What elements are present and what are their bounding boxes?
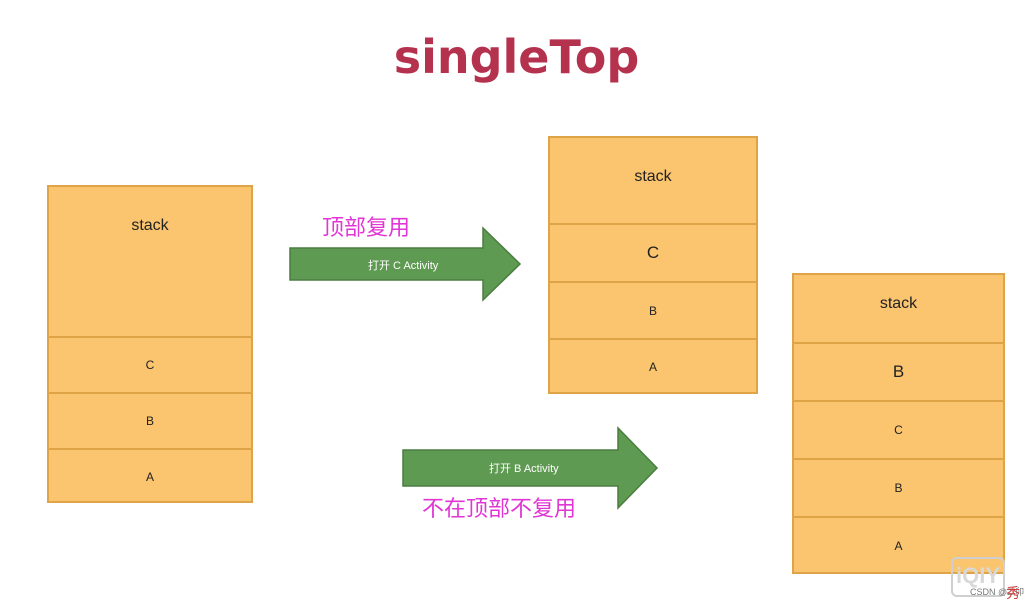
stack-cell-a: A xyxy=(794,516,1003,574)
stack-cell-a: A xyxy=(550,338,756,394)
stack-cell-c: C xyxy=(794,400,1003,458)
stack-after-open-b: stack B C B A xyxy=(792,273,1005,574)
diagram-title: singleTop xyxy=(393,30,640,84)
arrow-open-c xyxy=(289,226,522,302)
stack-cell-b-top: B xyxy=(794,342,1003,400)
arrow-label-open-c: 打开 C Activity xyxy=(368,260,439,272)
stack-cell-a: A xyxy=(49,448,251,503)
corner-watermark: 秀 xyxy=(1006,585,1020,601)
stack-cell-b: B xyxy=(550,281,756,338)
stack-cell-b: B xyxy=(49,392,251,448)
arrow-caption-not-top-no-reuse: 不在顶部不复用 xyxy=(422,496,577,521)
stack-header: stack xyxy=(879,295,918,312)
arrow-caption-top-reuse: 顶部复用 xyxy=(322,215,411,240)
stack-header: stack xyxy=(634,168,672,185)
iqiyi-logo-watermark: iQIY xyxy=(951,557,1005,597)
csdn-watermark: CSDN @Z/卯 xyxy=(970,587,1025,597)
stack-cell-c: C xyxy=(550,223,756,281)
arrow-open-b xyxy=(402,426,659,510)
arrow-label-open-b: 打开 B Activity xyxy=(489,463,559,475)
stack-cell-c: C xyxy=(49,336,251,392)
stack-header: stack xyxy=(131,217,169,234)
stack-after-open-c: stack C B A xyxy=(548,136,758,394)
stack-initial: stack C B A xyxy=(47,185,253,503)
stack-cell-b: B xyxy=(794,458,1003,516)
